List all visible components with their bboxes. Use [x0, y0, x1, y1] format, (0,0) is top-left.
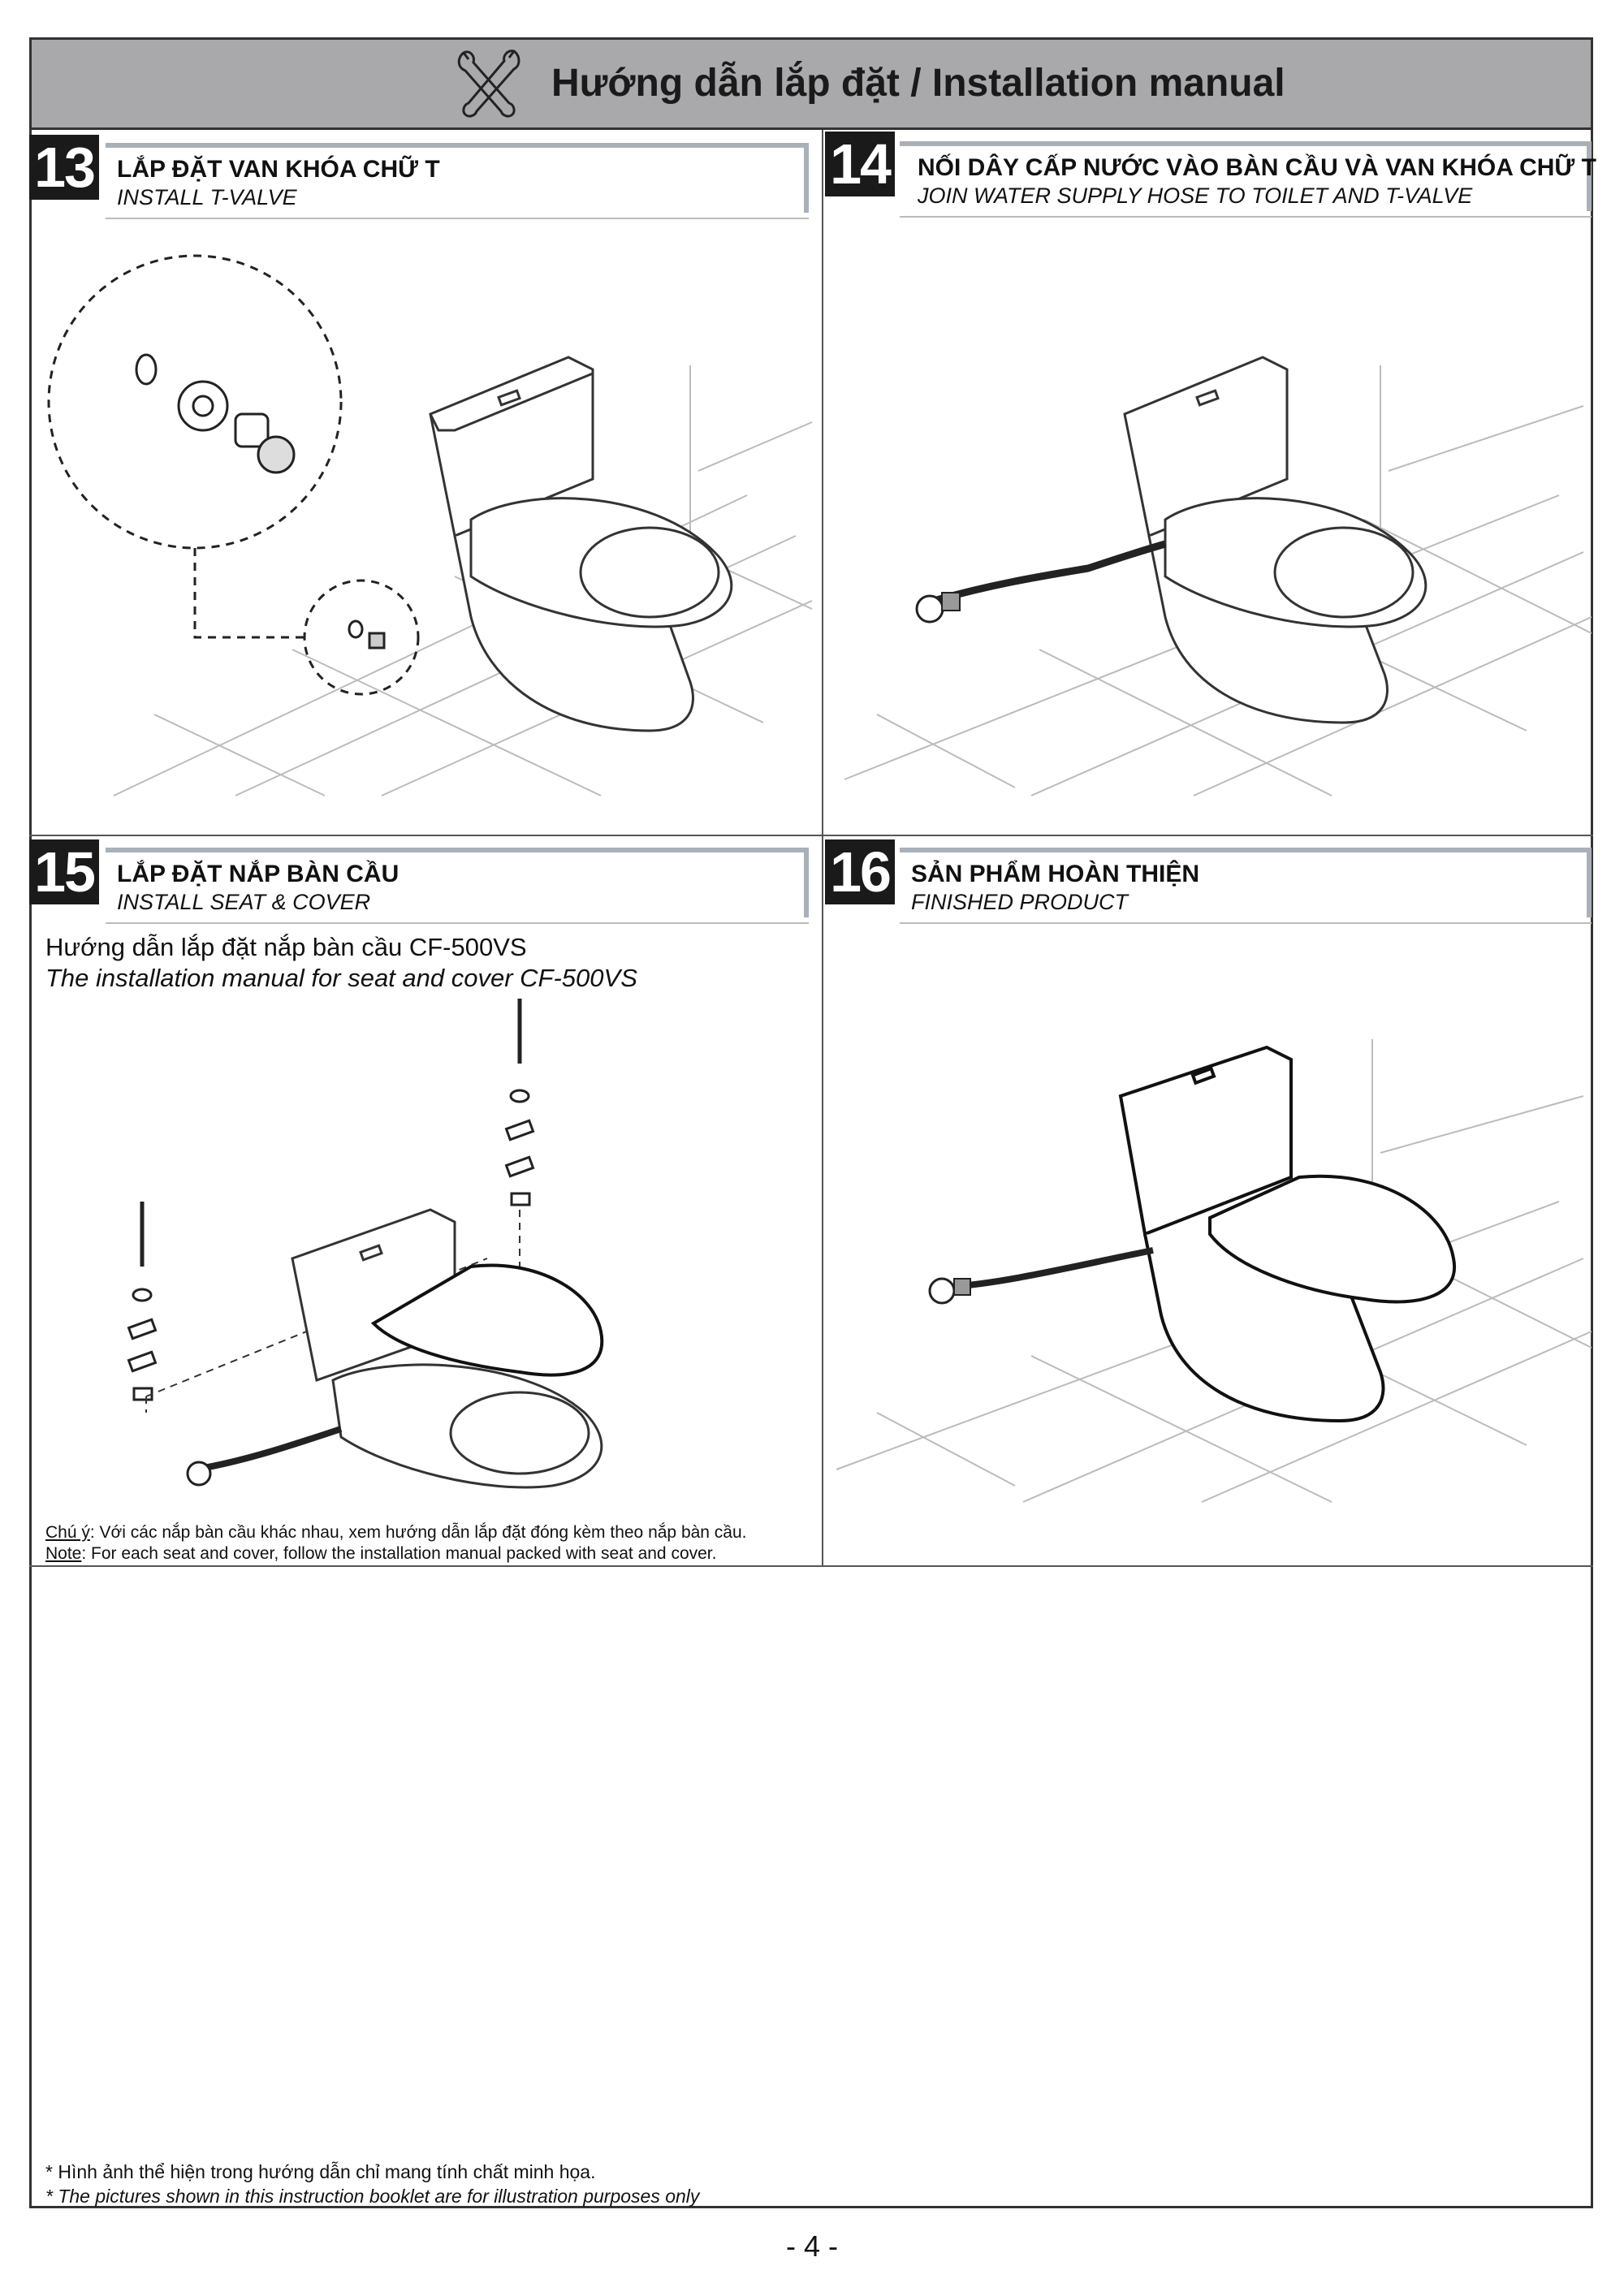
- disclaimer-vi: * Hình ảnh thể hiện trong hướng dẫn chỉ …: [45, 2161, 596, 2182]
- page-header: Hướng dẫn lắp đặt / Installation manual: [29, 37, 1593, 130]
- step-13-title-rule: [106, 218, 809, 219]
- step-14-title-rule: [900, 216, 1592, 218]
- step-16-number: 16: [825, 839, 895, 904]
- supply-hose: [928, 1247, 1154, 1305]
- toilet-drawing: [1123, 356, 1427, 724]
- step-13-title-en: INSTALL T-VALVE: [117, 185, 297, 209]
- seat-manual-reference: Hướng dẫn lắp đặt nắp bàn cầu CF-500VS T…: [45, 932, 637, 994]
- tools-icon: [457, 50, 520, 118]
- step-15-note-en: Note: For each seat and cover, follow th…: [45, 1544, 716, 1564]
- step-15-title-vi: LẮP ĐẶT NẮP BÀN CẦU: [117, 861, 400, 887]
- detail-callouts: [47, 254, 420, 696]
- step-14-title-en: JOIN WATER SUPPLY HOSE TO TOILET AND T-V…: [918, 183, 1473, 208]
- step-13-title-vi: LẮP ĐẶT VAN KHÓA CHỮ T: [117, 156, 440, 183]
- supply-hose: [915, 540, 1167, 624]
- note-vi-label: Chú ý: [45, 1523, 90, 1542]
- toilet-drawing: [429, 356, 733, 732]
- step-14-number: 14: [825, 132, 895, 196]
- step-14-illustration: [844, 356, 1592, 796]
- disclaimer-en: * The pictures shown in this instruction…: [45, 2186, 700, 2207]
- step-14-title: NỐI DÂY CẤP NƯỚC VÀO BÀN CẦU VÀ VAN KHÓA…: [900, 141, 1596, 218]
- panel-divider-horizontal-1: [29, 835, 1593, 836]
- toilet-drawing: [1118, 1045, 1457, 1423]
- step-15-title-rule: [106, 922, 809, 924]
- step-15-illustration: [127, 999, 604, 1489]
- mounting-bolts: [140, 999, 522, 1267]
- step-13-number: 13: [29, 135, 99, 200]
- step-16-title: SẢN PHẨM HOÀN THIỆN FINISHED PRODUCT: [900, 848, 1592, 924]
- seat-manual-reference-en: The installation manual for seat and cov…: [45, 964, 637, 992]
- step-15-title-en: INSTALL SEAT & COVER: [117, 890, 371, 914]
- page-title: Hướng dẫn lắp đặt / Installation manual: [551, 62, 1285, 105]
- step-13-title: LẮP ĐẶT VAN KHÓA CHỮ T INSTALL T-VALVE: [106, 143, 809, 219]
- panel-divider-horizontal-2: [29, 1565, 1593, 1567]
- seat-cover: [370, 1263, 604, 1377]
- step-16-title-en: FINISHED PRODUCT: [911, 890, 1129, 914]
- step-15-number: 15: [29, 839, 99, 904]
- supply-hose: [186, 1426, 343, 1487]
- note-en-text: : For each seat and cover, follow the in…: [81, 1544, 717, 1563]
- t-valve-parts: [135, 353, 386, 650]
- note-vi-text: : Với các nắp bàn cầu khác nhau, xem hướ…: [89, 1523, 747, 1542]
- step-13-illustration: [47, 254, 813, 796]
- step-15-note-vi: Chú ý: Với các nắp bàn cầu khác nhau, xe…: [45, 1523, 747, 1543]
- step-16-title-vi: SẢN PHẨM HOÀN THIỆN: [911, 861, 1200, 887]
- note-en-label: Note: [45, 1544, 82, 1563]
- step-14-title-vi: NỐI DÂY CẤP NƯỚC VÀO BÀN CẦU VÀ VAN KHÓA…: [918, 154, 1596, 181]
- step-16-title-rule: [900, 922, 1592, 924]
- step-15-title: LẮP ĐẶT NẮP BÀN CẦU INSTALL SEAT & COVER: [106, 848, 809, 924]
- seat-manual-reference-vi: Hướng dẫn lắp đặt nắp bàn cầu CF-500VS: [45, 933, 527, 961]
- page-number: - 4 -: [785, 2229, 838, 2263]
- step-16-illustration: [836, 1039, 1592, 1503]
- panel-divider-vertical: [822, 130, 823, 1567]
- illustration-disclaimer: * Hình ảnh thể hiện trong hướng dẫn chỉ …: [45, 2160, 699, 2208]
